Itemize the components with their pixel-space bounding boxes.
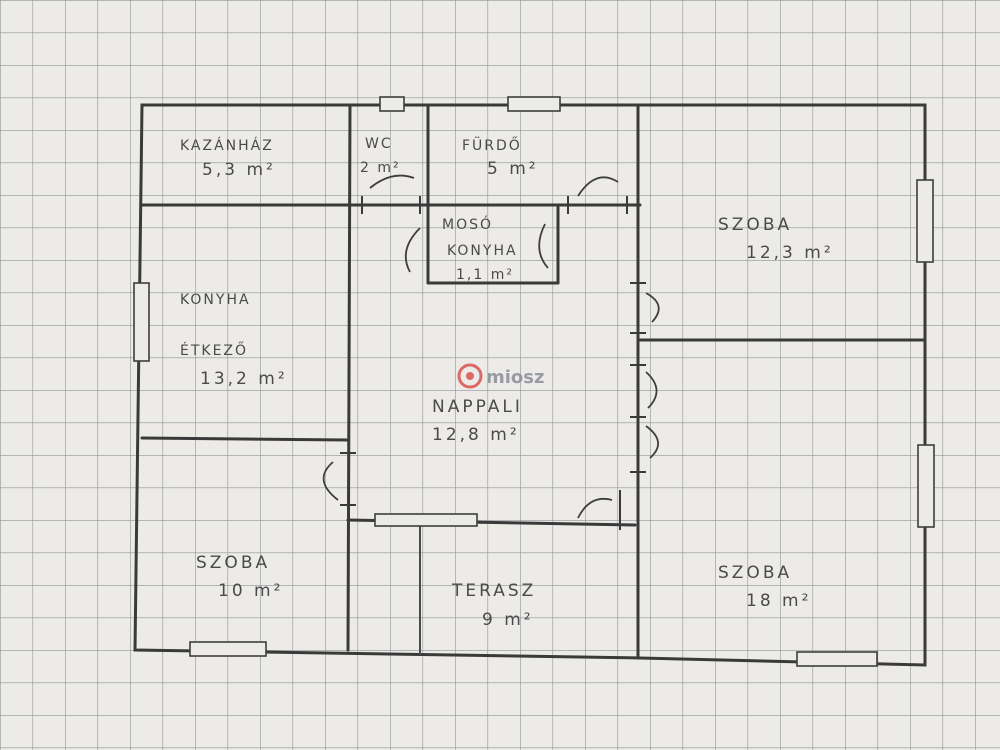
door-arc-furdo bbox=[577, 176, 619, 197]
door-arc-wc bbox=[369, 174, 415, 189]
room-name-line1: KONYHA bbox=[180, 292, 251, 308]
window-szoba-ne bbox=[916, 179, 934, 263]
watermark-logo: miosz bbox=[457, 363, 544, 389]
door-arc-moso-right bbox=[538, 223, 549, 269]
room-area: 12,8 m² bbox=[432, 425, 520, 445]
room-moso-konyha: MOSÓ KONYHA 1,1 m² bbox=[442, 215, 518, 283]
room-area: 5,3 m² bbox=[202, 160, 276, 180]
room-name: FÜRDŐ bbox=[462, 136, 522, 154]
room-area: 18 m² bbox=[746, 591, 811, 611]
door-arc-szoba-sw bbox=[322, 461, 339, 501]
room-area: 12,3 m² bbox=[746, 243, 834, 263]
outer-wall bbox=[133, 103, 927, 667]
door-arc-szoba-ne bbox=[645, 292, 660, 323]
windows bbox=[133, 96, 935, 667]
room-name: KAZÁNHÁZ bbox=[180, 137, 274, 154]
room-area: 5 m² bbox=[487, 159, 539, 179]
watermark-text: miosz bbox=[486, 367, 544, 388]
door-arc-moso bbox=[404, 227, 421, 273]
logo-ring-icon bbox=[457, 363, 483, 389]
room-name-line1: MOSÓ bbox=[442, 215, 493, 233]
room-area: 2 m² bbox=[360, 160, 401, 176]
room-area: 10 m² bbox=[218, 581, 283, 601]
room-area: 13,2 m² bbox=[200, 369, 288, 389]
room-szoba-se: SZOBA 18 m² bbox=[718, 563, 811, 611]
room-szoba-ne: SZOBA 12,3 m² bbox=[718, 215, 834, 263]
wall-wc-left bbox=[346, 103, 352, 652]
room-name-line2: ÉTKEZŐ bbox=[180, 341, 248, 359]
room-name: SZOBA bbox=[718, 563, 792, 583]
room-wc: WC 2 m² bbox=[360, 136, 401, 176]
room-area: 1,1 m² bbox=[456, 267, 514, 283]
window-szoba-sw bbox=[189, 641, 267, 657]
room-kazanhaz: KAZÁNHÁZ 5,3 m² bbox=[180, 137, 276, 180]
window-konyha bbox=[133, 282, 150, 362]
room-name: TERASZ bbox=[451, 581, 536, 601]
window-szoba-s bbox=[796, 651, 878, 667]
room-area: 9 m² bbox=[482, 610, 534, 630]
room-konyha-etkezo: KONYHA ÉTKEZŐ 13,2 m² bbox=[180, 292, 288, 389]
window-furdo bbox=[507, 96, 561, 112]
logo-dot-icon bbox=[466, 372, 474, 380]
room-szoba-sw: SZOBA 10 m² bbox=[196, 553, 283, 601]
window-szoba-se bbox=[917, 444, 935, 528]
door-arc-szoba-se bbox=[645, 425, 659, 459]
window-terasz bbox=[374, 513, 478, 527]
window-wc bbox=[379, 96, 405, 112]
room-nappali: NAPPALI 12,8 m² bbox=[432, 397, 523, 445]
room-name: SZOBA bbox=[196, 553, 270, 573]
room-name: SZOBA bbox=[718, 215, 792, 235]
doors bbox=[322, 174, 660, 530]
room-name-line2: KONYHA bbox=[447, 243, 518, 259]
room-terasz: TERASZ 9 m² bbox=[451, 581, 536, 630]
door-arc-szoba-mid bbox=[645, 371, 658, 409]
room-furdo: FÜRDŐ 5 m² bbox=[462, 136, 539, 179]
door-arc-terasz bbox=[577, 497, 613, 519]
room-name: WC bbox=[365, 136, 393, 152]
wall-konyha-szoba bbox=[140, 436, 350, 442]
room-name: NAPPALI bbox=[432, 397, 523, 417]
